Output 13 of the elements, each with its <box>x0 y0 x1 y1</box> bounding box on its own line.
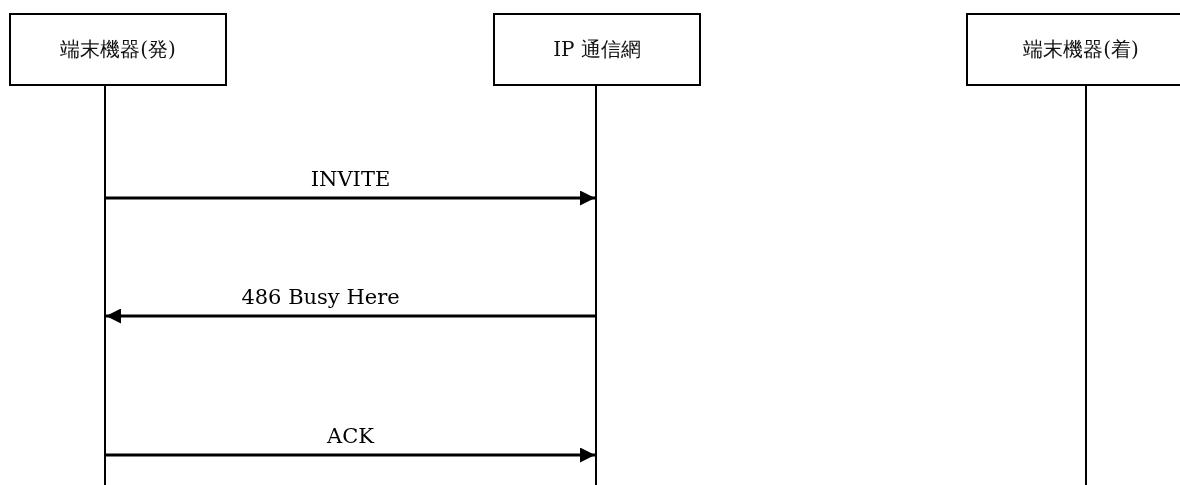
lifeline <box>1085 84 1087 485</box>
message-arrow <box>106 308 595 324</box>
message-arrow <box>106 447 595 463</box>
participant-label: 端末機器(着) <box>1023 36 1139 63</box>
lifeline <box>595 84 597 485</box>
message-arrow <box>106 190 595 206</box>
participant-box <box>493 13 701 86</box>
edge-label: 486 Busy Here <box>239 286 402 310</box>
participant-label: IP 通信網 <box>553 36 641 63</box>
participant-box <box>966 13 1180 86</box>
lifeline <box>104 84 106 485</box>
participant-box <box>9 13 227 86</box>
participant-label: 端末機器(発) <box>60 36 176 63</box>
